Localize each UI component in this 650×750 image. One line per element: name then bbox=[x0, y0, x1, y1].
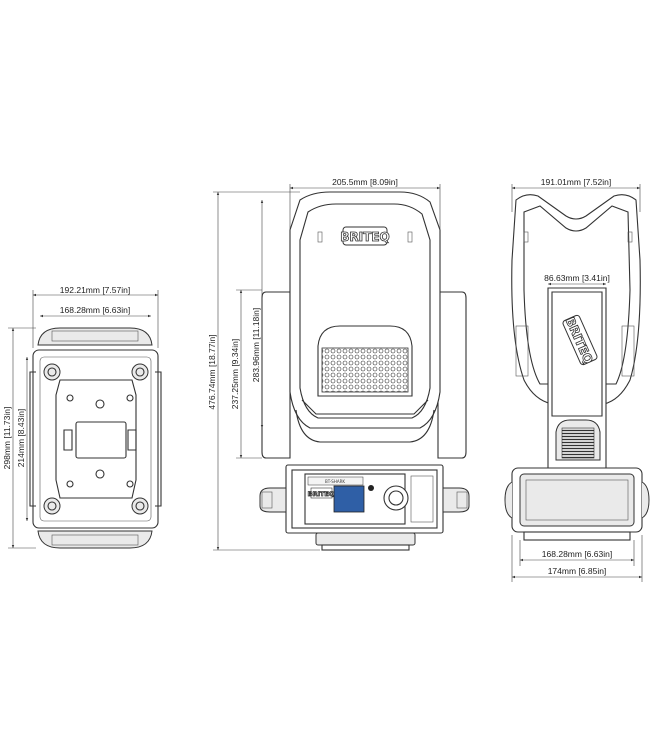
panel-brand-logo: BRITEQ bbox=[308, 490, 335, 498]
panel-model-label: BT-SHARK bbox=[325, 479, 345, 484]
indicator-dot bbox=[368, 485, 374, 491]
bottom-inner-width-label: 168.28mm [6.63in] bbox=[60, 305, 130, 315]
head-inner-height-label: 283.96mm [11.18in] bbox=[251, 308, 261, 383]
bottom-width-label: 192.21mm [7.57in] bbox=[60, 285, 130, 295]
side-base-width-label: 168.28mm [6.63in] bbox=[542, 549, 612, 559]
head-height-label: 237.25mm [9.34in] bbox=[230, 339, 240, 409]
control-knob bbox=[383, 485, 409, 511]
lcd-screen bbox=[333, 485, 365, 513]
bottom-view: 192.21mm [7.57in] 168.28mm [6.63in] 298m… bbox=[2, 285, 162, 549]
bottom-depth-label: 298mm [11.73in] bbox=[2, 407, 12, 470]
side-width-label: 191.01mm [7.52in] bbox=[541, 177, 611, 187]
total-height-label: 476.74mm [18.77in] bbox=[207, 334, 217, 409]
bottom-inner-depth-label: 214mm [8.43in] bbox=[16, 409, 26, 468]
side-arm-width-label: 86.63mm [3.41in] bbox=[544, 273, 610, 283]
side-total-width-label: 174mm [6.85in] bbox=[548, 566, 607, 576]
front-width-label: 205.5mm [8.09in] bbox=[332, 177, 398, 187]
side-view: BRITEQ 191.01mm [7.52in] 86.63mm [3.41in… bbox=[504, 177, 650, 582]
front-view: BRITEQ BT-SHARK BRITEQ 205.5mm [8.09in] bbox=[207, 177, 470, 551]
front-brand-logo: BRITEQ bbox=[340, 230, 389, 244]
